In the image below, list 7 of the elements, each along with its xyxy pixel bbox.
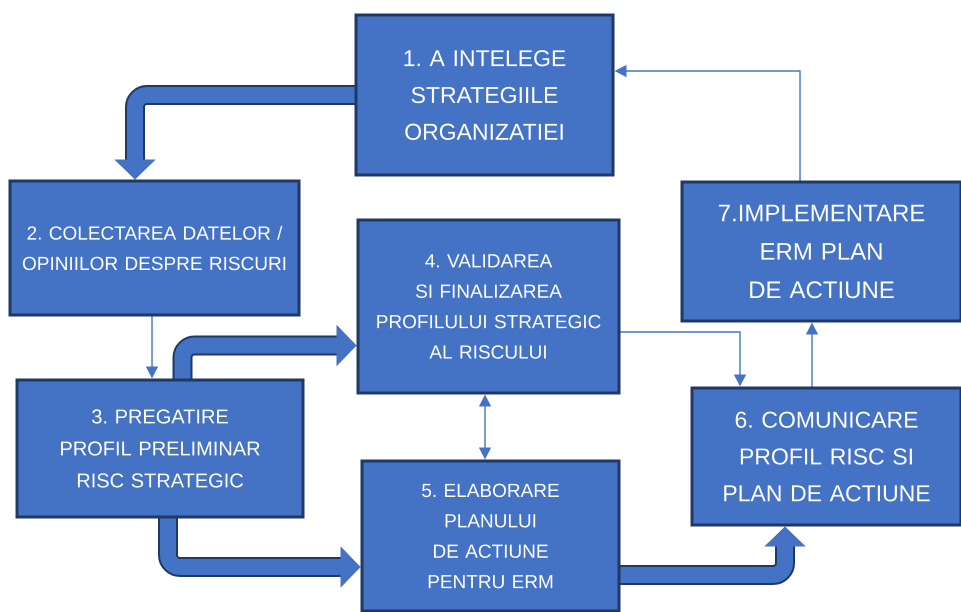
process-box: 2. COLECTAREA DATELOR / OPINIILOR DESPRE RISCURI (8, 180, 301, 316)
process-box: 7.IMPLEMENTARE ERM PLAN DE ACTIUNE (680, 180, 961, 322)
process-box: 4. VALIDAREA SI FINALIZAREA PROFILULUI STRATEGIC AL RISCULUI (356, 218, 620, 394)
process-box: 3. PREGATIRE PROFIL PRELIMINAR RISC STRATEGIC (16, 378, 305, 518)
process-box: 6. COMUNICARE PROFIL RISC SI PLAN DE ACTIUNE (690, 386, 961, 526)
process-box: 5. ELABORARE PLANULUI DE ACTIUNE PENTRU ERM (360, 460, 620, 612)
process-box: 1. A INTELEGE STRATEGIILE ORGANIZATIEI (354, 14, 614, 176)
